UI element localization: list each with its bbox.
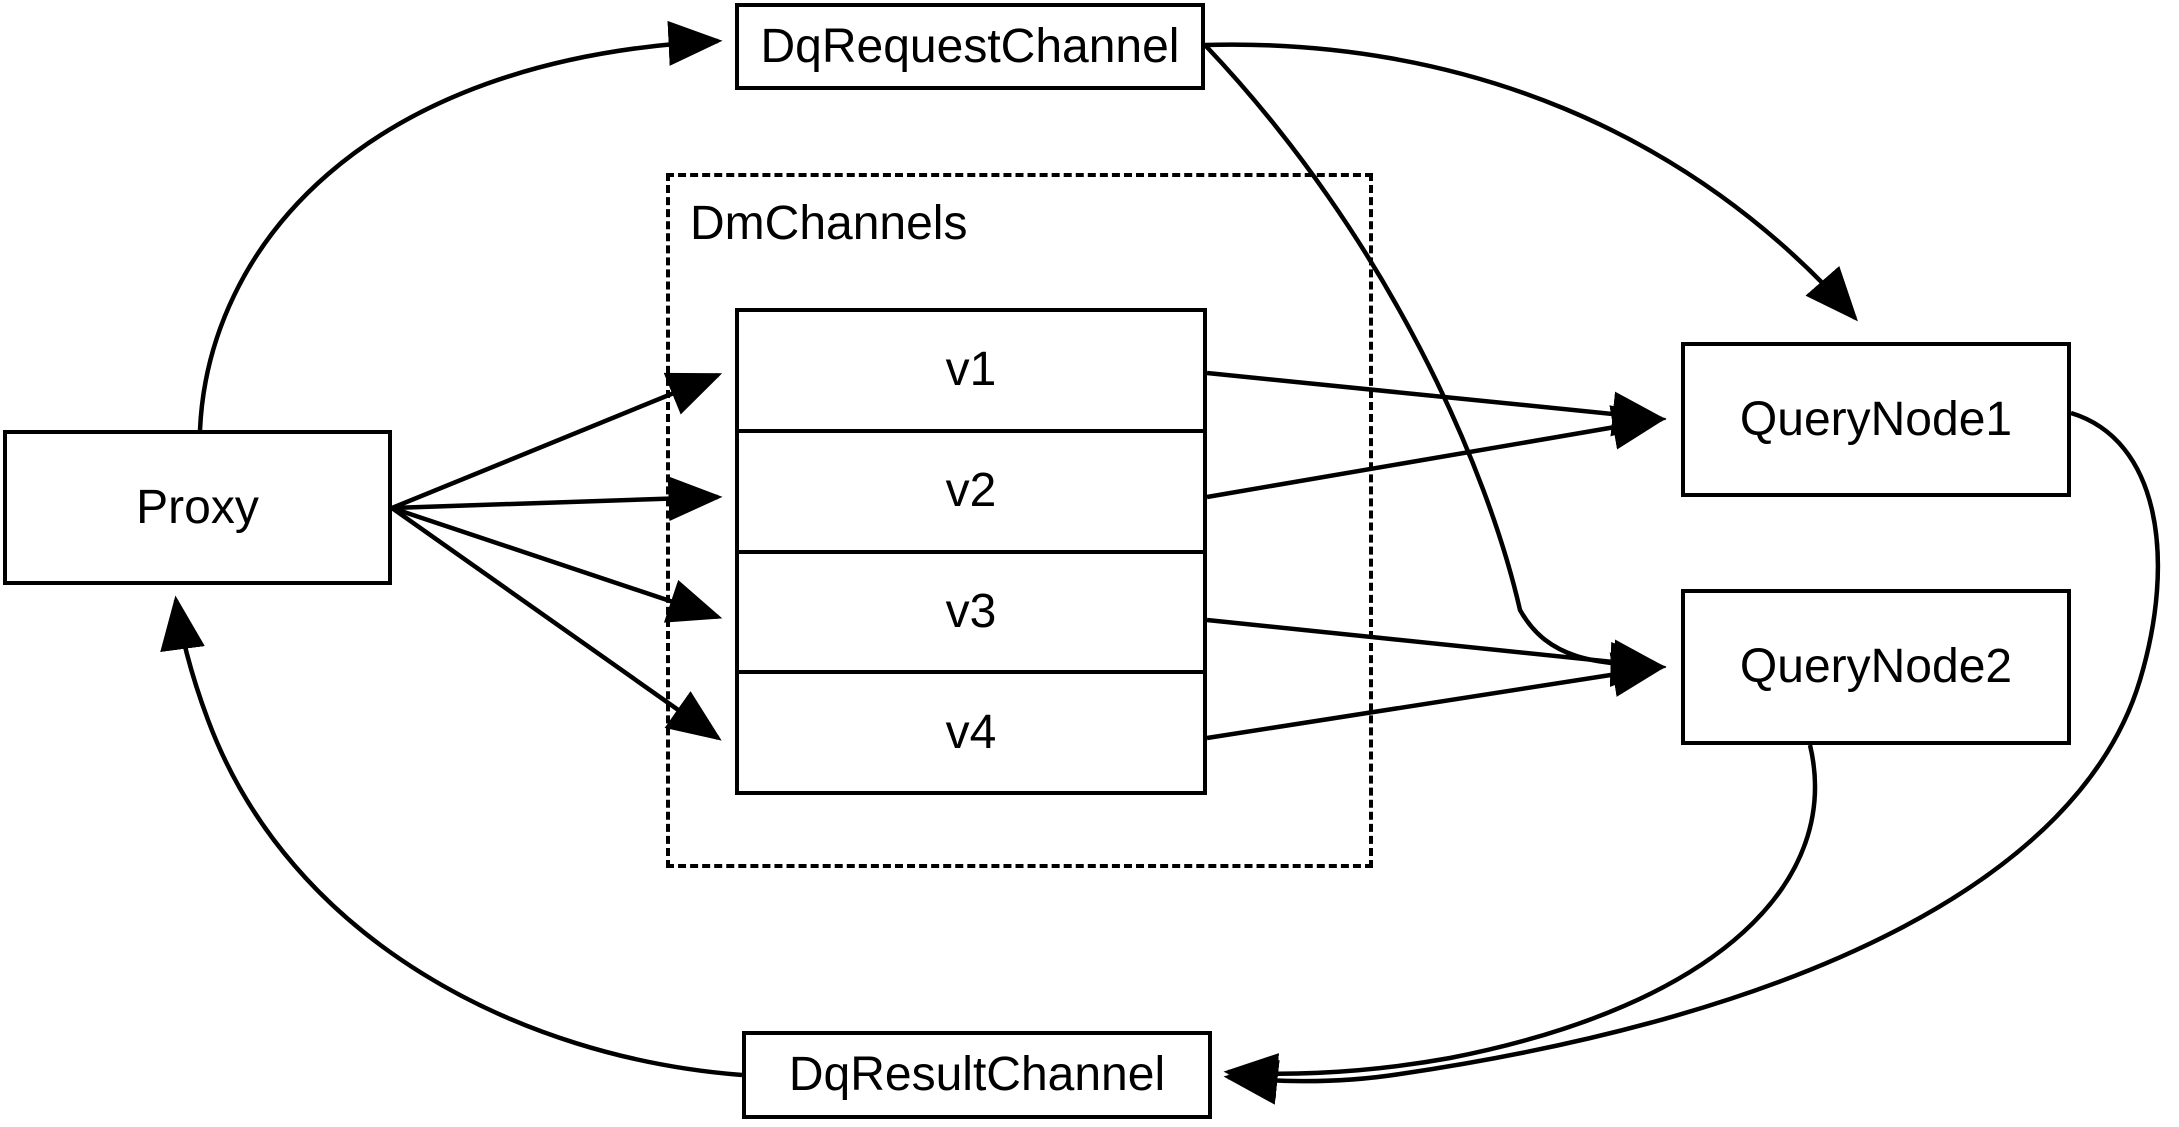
channel-label: v3	[945, 584, 997, 638]
edge-proxy-to-v4	[390, 506, 722, 741]
edge-v4-to-querynode2	[1206, 652, 1667, 741]
edge-proxy-to-v2	[391, 476, 723, 522]
edge-v2-to-querynode1	[1206, 405, 1667, 500]
edge-proxy-to-v1	[391, 372, 723, 511]
channel-label: v4	[945, 705, 997, 759]
channel-row-v3[interactable]: v3	[739, 554, 1203, 675]
group-dm-channels	[666, 173, 1373, 868]
edge-dqrequestchannel-to-querynode1	[1204, 42, 1858, 322]
node-label: QueryNode2	[1739, 640, 2013, 693]
channel-label: v2	[945, 464, 997, 518]
node-proxy[interactable]: Proxy	[3, 430, 392, 585]
edge-v1-to-querynode1	[1206, 370, 1667, 437]
edge-proxy-to-dqrequestchannel	[197, 20, 723, 431]
channel-stack: v1 v2 v3 v4	[735, 308, 1207, 795]
node-label: DqRequestChannel	[760, 19, 1180, 73]
edge-proxy-to-v3	[391, 505, 723, 623]
edge-querynode1-to-dqresultchannel	[1223, 410, 2161, 1105]
edge-querynode2-to-dqresultchannel	[1223, 744, 1818, 1098]
channel-row-v2[interactable]: v2	[739, 433, 1203, 554]
channel-row-v1[interactable]: v1	[739, 312, 1203, 433]
node-query-node-1[interactable]: QueryNode1	[1681, 342, 2071, 497]
node-dq-request-channel[interactable]: DqRequestChannel	[735, 3, 1205, 90]
channel-row-v4[interactable]: v4	[739, 674, 1203, 791]
node-query-node-2[interactable]: QueryNode2	[1681, 589, 2071, 745]
node-label: DqResultChannel	[788, 1048, 1166, 1101]
edge-dqresultchannel-to-proxy	[160, 595, 743, 1078]
edge-v3-to-querynode2	[1206, 617, 1667, 685]
node-dq-result-channel[interactable]: DqResultChannel	[742, 1031, 1212, 1119]
group-dm-channels-label: DmChannels	[690, 197, 968, 250]
channel-label: v1	[945, 343, 997, 397]
node-label: Proxy	[136, 480, 259, 534]
node-label: QueryNode1	[1739, 392, 2013, 446]
